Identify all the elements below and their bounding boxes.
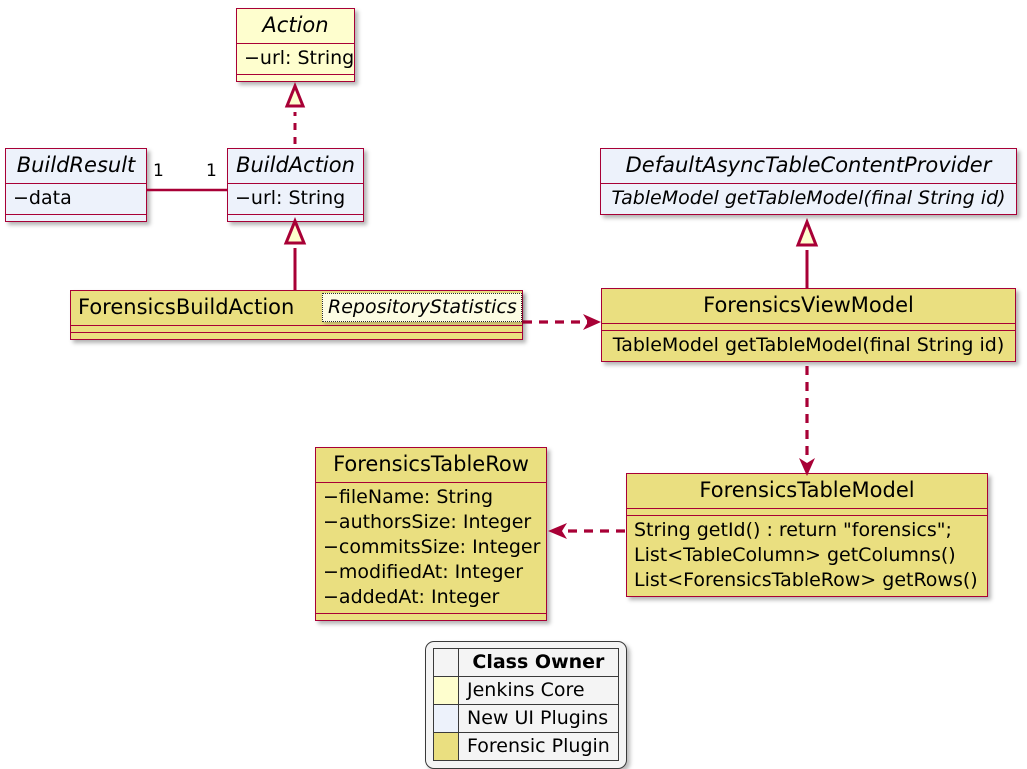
class-methods-forensicstablemodel: String getId() : return "forensics"; Lis… bbox=[627, 515, 987, 596]
class-box-action[interactable]: Action −url: String bbox=[236, 8, 355, 82]
class-methods-action bbox=[237, 74, 354, 81]
class-box-forensicstablerow[interactable]: ForensicsTableRow −fileName: String −aut… bbox=[315, 447, 547, 621]
edge-forensicstablemodel-to-forensicstablerow bbox=[548, 523, 625, 539]
class-methods-buildaction bbox=[228, 214, 363, 221]
class-title-forensicstablerow: ForensicsTableRow bbox=[333, 452, 529, 476]
attribute-row: −authorsSize: Integer bbox=[323, 511, 532, 533]
attribute-row: −url: String bbox=[235, 187, 346, 209]
class-attributes-action: −url: String bbox=[237, 43, 354, 74]
class-attributes-forensicstablerow: −fileName: String −authorsSize: Integer … bbox=[316, 482, 546, 613]
multiplicity-buildaction: 1 bbox=[206, 161, 217, 181]
legend-header-swatch bbox=[433, 648, 459, 677]
legend-header-row: Class Owner bbox=[433, 648, 619, 677]
class-attributes-forensicstablemodel bbox=[627, 508, 987, 515]
attribute-row: −url: String bbox=[244, 47, 355, 69]
legend-row-jenkins-core[interactable]: Jenkins Core bbox=[433, 676, 619, 705]
class-methods-forensicsviewmodel: TableModel getTableModel(final String id… bbox=[602, 330, 1015, 361]
edge-forensicsbuildaction-to-buildaction bbox=[283, 217, 307, 290]
legend-label-jenkins-core: Jenkins Core bbox=[458, 676, 619, 705]
class-attributes-forensicsviewmodel bbox=[602, 323, 1015, 330]
method-row: List<TableColumn> getColumns() bbox=[634, 544, 956, 566]
legend-swatch-new-ui-plugins bbox=[433, 704, 459, 733]
edge-buildaction-to-action bbox=[284, 81, 306, 144]
legend-row-forensic-plugin[interactable]: Forensic Plugin bbox=[433, 732, 619, 761]
multiplicity-buildresult: 1 bbox=[153, 161, 164, 181]
attribute-row: −fileName: String bbox=[323, 486, 494, 508]
legend-label-forensic-plugin: Forensic Plugin bbox=[458, 732, 619, 761]
method-row: TableModel getTableModel(final String id… bbox=[611, 187, 1006, 209]
class-attributes-buildaction: −url: String bbox=[228, 183, 363, 214]
method-row: String getId() : return "forensics"; bbox=[634, 519, 952, 541]
attribute-row: −addedAt: Integer bbox=[323, 586, 500, 608]
class-title-buildresult: BuildResult bbox=[16, 153, 136, 177]
attribute-row: −data bbox=[13, 187, 72, 209]
edge-forensicsviewmodel-to-forensicstablemodel bbox=[799, 366, 815, 476]
edge-forensicsbuildaction-to-forensicsviewmodel bbox=[523, 314, 601, 330]
class-box-forensicstablemodel[interactable]: ForensicsTableModel String getId() : ret… bbox=[626, 473, 988, 597]
class-box-buildresult[interactable]: BuildResult −data bbox=[5, 148, 147, 222]
legend-label-new-ui-plugins: New UI Plugins bbox=[458, 704, 619, 733]
legend-swatch-forensic-plugin bbox=[433, 732, 459, 761]
class-title-forensicsviewmodel: ForensicsViewModel bbox=[703, 293, 914, 317]
class-title-action: Action bbox=[262, 13, 329, 37]
class-attributes-forensicsbuildaction bbox=[71, 325, 522, 332]
attribute-row: −modifiedAt: Integer bbox=[323, 561, 524, 583]
class-title-forensicstablemodel: ForensicsTableModel bbox=[699, 478, 915, 502]
legend-header-label: Class Owner bbox=[458, 648, 619, 677]
class-title-buildaction: BuildAction bbox=[236, 153, 355, 177]
class-methods-forensicsbuildaction bbox=[71, 332, 522, 339]
edge-forensicsviewmodel-to-defaultasynctablecontentprovider bbox=[795, 217, 819, 288]
legend-row-new-ui-plugins[interactable]: New UI Plugins bbox=[433, 704, 619, 733]
class-box-buildaction[interactable]: BuildAction −url: String bbox=[227, 148, 364, 222]
class-box-forensicsviewmodel[interactable]: ForensicsViewModel TableModel getTableMo… bbox=[601, 288, 1016, 362]
class-title-defaultasynctablecontentprovider: DefaultAsyncTableContentProvider bbox=[625, 153, 992, 177]
method-row: TableModel getTableModel(final String id… bbox=[612, 334, 1005, 356]
class-methods-defaultasynctablecontentprovider: TableModel getTableModel(final String id… bbox=[601, 183, 1016, 214]
method-row: List<ForensicsTableRow> getRows() bbox=[634, 569, 978, 591]
legend-table: Class Owner Jenkins Core New UI Plugins … bbox=[433, 648, 619, 761]
legend-swatch-jenkins-core bbox=[433, 676, 459, 705]
legend-panel: Class Owner Jenkins Core New UI Plugins … bbox=[425, 641, 627, 769]
attribute-row: −commitsSize: Integer bbox=[323, 536, 541, 558]
class-methods-forensicstablerow bbox=[316, 613, 546, 620]
class-box-defaultasynctablecontentprovider[interactable]: DefaultAsyncTableContentProvider TableMo… bbox=[600, 148, 1017, 215]
class-methods-buildresult bbox=[6, 214, 146, 221]
stereotype-note-repositorystatistics[interactable]: RepositoryStatistics bbox=[322, 293, 522, 322]
class-title-forensicsbuildaction: ForensicsBuildAction bbox=[78, 295, 295, 319]
class-attributes-buildresult: −data bbox=[6, 183, 146, 214]
